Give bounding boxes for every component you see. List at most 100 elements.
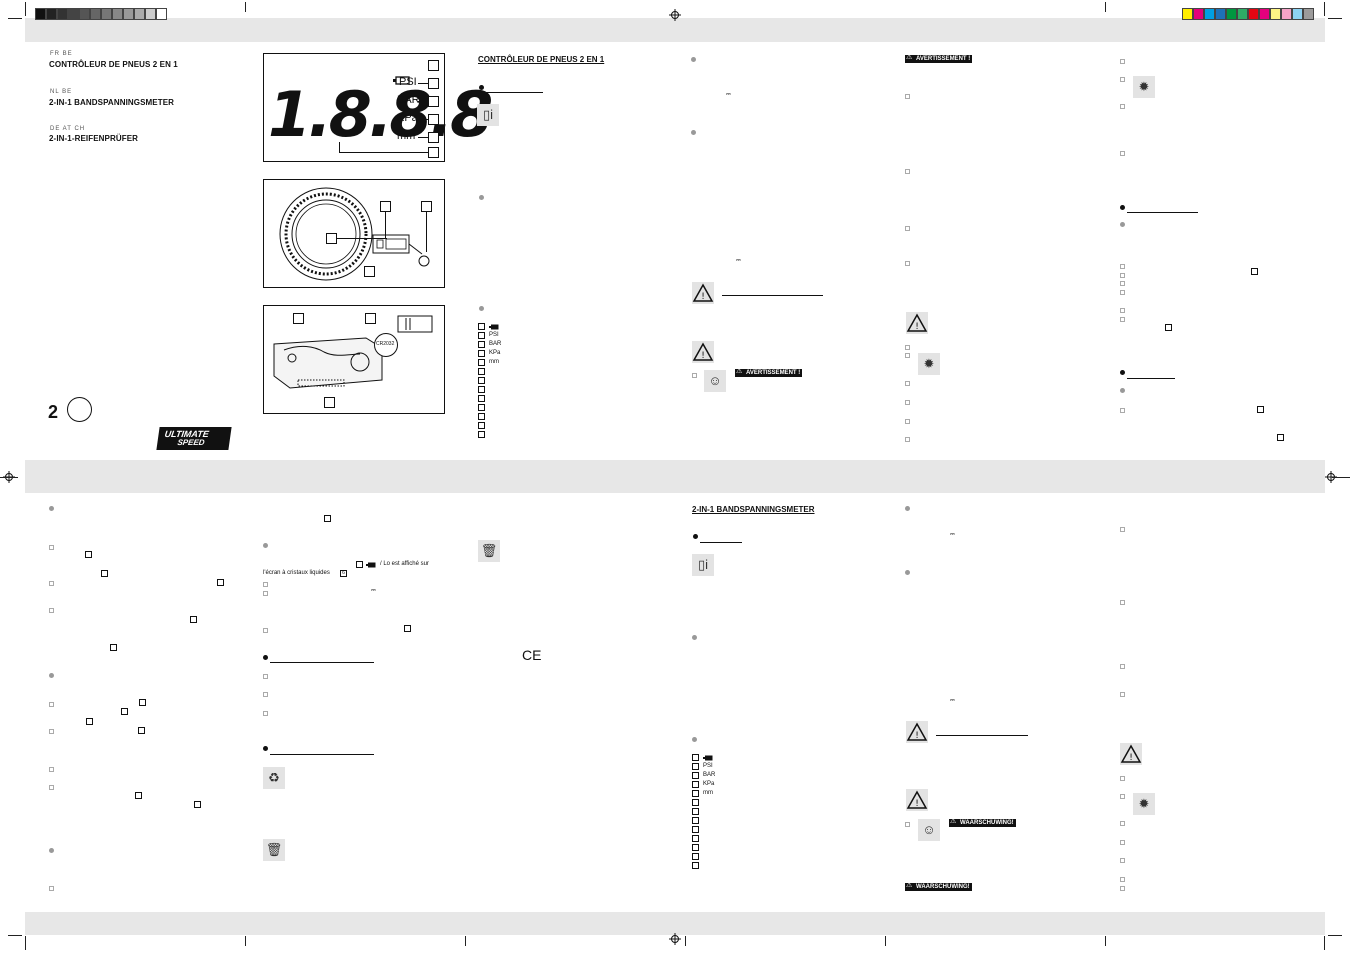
list-square xyxy=(1120,600,1125,605)
list-square xyxy=(905,353,910,358)
color-swatch xyxy=(1182,8,1193,20)
leader-line xyxy=(339,152,428,153)
fr-part-mm: mm xyxy=(489,359,499,365)
list-square xyxy=(49,886,54,891)
part-number-box xyxy=(692,754,699,761)
registration-mark-icon xyxy=(669,9,681,21)
part-number-box xyxy=(478,341,485,348)
part-number-box xyxy=(478,386,485,393)
leader-line xyxy=(418,101,428,102)
fr-part-psi: PSI xyxy=(489,332,499,338)
list-square xyxy=(49,608,54,613)
grayscale-swatch xyxy=(112,8,123,20)
device-back-icon xyxy=(273,337,383,389)
ce-mark: CE xyxy=(522,647,542,663)
warning-triangle-icon: ! xyxy=(906,312,928,334)
callout-8 xyxy=(380,201,391,212)
warning-triangle-icon: ! xyxy=(692,341,714,363)
svg-text:!: ! xyxy=(915,731,919,741)
crop-mark xyxy=(8,18,22,19)
child-safety-icon: ☺ xyxy=(918,819,940,841)
callout-6 xyxy=(428,147,439,158)
list-square xyxy=(49,581,54,586)
list-square xyxy=(905,226,910,231)
list-square xyxy=(905,261,910,266)
warning-badge-fr: AVERTISSEMENT ! xyxy=(735,368,803,377)
ref-number-box xyxy=(139,699,146,706)
part-number-box xyxy=(692,763,699,770)
list-square xyxy=(1120,794,1125,799)
coin-battery-label: CR2032 xyxy=(376,341,395,347)
part-number-box xyxy=(478,359,485,366)
bottom-gray-band xyxy=(25,912,1325,935)
explosion-hazard-icon: ✹ xyxy=(918,353,940,375)
color-swatch xyxy=(1226,8,1237,20)
crop-mark xyxy=(245,936,246,946)
warning-triangle-icon: ! xyxy=(906,721,928,743)
color-swatch xyxy=(1204,8,1215,20)
bullet-dot xyxy=(479,85,484,90)
heading-underline xyxy=(270,754,374,755)
crop-mark xyxy=(8,935,22,936)
ref-number-box xyxy=(110,644,117,651)
gauge-dial-icon xyxy=(279,187,373,281)
list-square xyxy=(1120,408,1125,413)
child-safety-icon: ☺ xyxy=(704,370,726,392)
color-swatch xyxy=(1237,8,1248,20)
bullet-dot xyxy=(479,195,484,200)
cover-title-de: 2-IN-1-REIFENPRÜFER xyxy=(49,134,139,143)
list-square xyxy=(905,822,910,827)
nl-parts-list: PSI BAR KPa mm xyxy=(692,754,732,869)
svg-text:!: ! xyxy=(1129,753,1133,763)
ref-number-box xyxy=(85,551,92,558)
grayscale-swatch xyxy=(90,8,101,20)
battery-door-icon xyxy=(397,315,433,333)
callout-12 xyxy=(365,313,376,324)
leader-line xyxy=(418,119,428,120)
list-square xyxy=(1120,281,1125,286)
unit-psi: PSI xyxy=(399,76,417,88)
svg-text:!: ! xyxy=(701,351,705,361)
lo-displayed-text: / Lo est affiché sur xyxy=(380,561,429,567)
callout-7 xyxy=(326,233,337,244)
list-square xyxy=(1120,59,1125,64)
leader-line xyxy=(339,142,340,152)
svg-text:!: ! xyxy=(915,799,919,809)
middle-gray-band xyxy=(25,460,1325,493)
lcd-digits: 1.8.8.8 xyxy=(268,78,493,151)
svg-text:!: ! xyxy=(915,322,919,332)
dc-symbol: ⎓ xyxy=(736,258,741,264)
coin-battery: CR2032 xyxy=(374,333,398,357)
bullet-dot xyxy=(905,570,910,575)
warning-badge-nl: WAARSCHUWING! xyxy=(905,882,972,891)
grayscale-swatch xyxy=(46,8,57,20)
grayscale-swatch xyxy=(101,8,112,20)
cover-title-fr: CONTRÔLEUR DE PNEUS 2 EN 1 xyxy=(49,60,178,69)
explosion-hazard-icon: ✹ xyxy=(1133,76,1155,98)
list-square xyxy=(49,702,54,707)
page-number: 2 xyxy=(48,402,59,422)
crop-mark xyxy=(0,477,18,478)
battery-icon xyxy=(393,76,410,85)
grayscale-swatch xyxy=(134,8,145,20)
ref-number-box xyxy=(1251,268,1258,275)
bullet-dot xyxy=(1120,370,1125,375)
list-square xyxy=(263,674,268,679)
page-number-circle xyxy=(67,397,92,422)
list-square xyxy=(263,591,268,596)
warning-badge-fr: AVERTISSEMENT ! xyxy=(905,54,973,63)
list-square xyxy=(1120,264,1125,269)
bullet-dot xyxy=(691,57,696,62)
list-square xyxy=(263,711,268,716)
heading-underline xyxy=(1127,212,1198,213)
nl-part-bar: BAR xyxy=(703,772,716,778)
grayscale-swatch xyxy=(68,8,79,20)
brand-logo-line2: SPEED xyxy=(176,438,206,447)
callout-10 xyxy=(364,266,375,277)
dc-symbol: ⎓ xyxy=(371,588,376,594)
crop-mark xyxy=(25,2,26,16)
color-swatch xyxy=(1270,8,1281,20)
list-square xyxy=(263,582,268,587)
bullet-dot xyxy=(263,543,268,548)
list-square xyxy=(1120,886,1125,891)
